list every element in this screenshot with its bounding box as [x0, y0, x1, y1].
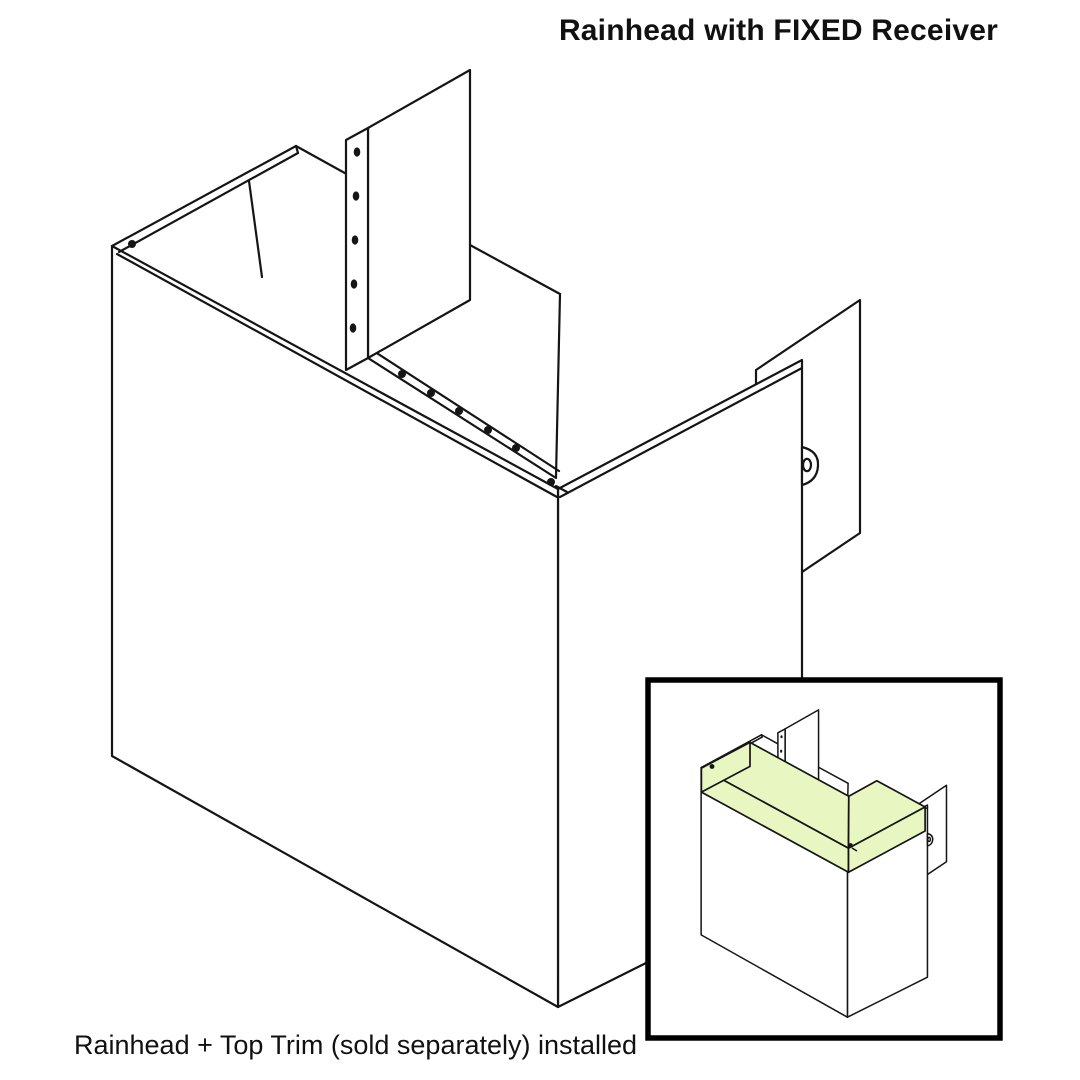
fastener-dot — [484, 426, 492, 434]
inset-fastener-dots — [709, 764, 853, 848]
strip-hole — [352, 191, 360, 201]
rainhead-end-cap — [110, 144, 354, 279]
diagram-title: Rainhead with FIXED Receiver — [558, 14, 998, 47]
corner-fastener-dot — [547, 478, 555, 486]
back-receiver-panel — [366, 68, 472, 360]
corner-fastener-tick — [554, 484, 569, 494]
strip-hole — [350, 279, 358, 289]
fastener-dot — [128, 240, 136, 248]
strip-hole — [349, 323, 357, 333]
rainhead-front-hem-right — [558, 366, 804, 499]
inset-caption: Rainhead + Top Trim (sold separately) in… — [74, 1030, 638, 1060]
top-trim-highlight — [700, 741, 926, 874]
trim-end-cap — [700, 741, 751, 793]
fastener-dot — [848, 843, 853, 848]
receiver-strip-face — [344, 126, 370, 372]
fastener-dot — [709, 764, 715, 769]
end-cap-hem — [117, 151, 300, 254]
back-wall-right-edge — [554, 292, 562, 479]
strip-hole — [351, 235, 359, 245]
front-wall-panel — [110, 244, 560, 1009]
receiver-strip — [344, 126, 370, 372]
flange-top-line — [370, 348, 561, 473]
fastener-dot — [512, 444, 520, 452]
fastener-dot — [398, 370, 406, 378]
fixed-receiver-flange — [366, 243, 562, 480]
inset-corner-tick — [851, 847, 858, 852]
clip-hole — [801, 457, 813, 473]
flange-bottom-line — [366, 356, 558, 480]
fastener-dot — [427, 389, 435, 397]
back-rim-left-segment — [294, 144, 354, 179]
receiver-clip — [800, 445, 820, 487]
fastener-dots — [128, 240, 555, 486]
end-cap-diagonal-brace — [247, 179, 264, 279]
back-rim-right-segment — [468, 243, 562, 296]
inset-drawing — [700, 709, 947, 1018]
rainhead-front-hem-left — [115, 252, 559, 499]
inset-detail — [645, 677, 1003, 1041]
fastener-dot — [455, 407, 463, 415]
strip-hole — [353, 147, 361, 157]
trim-front-face-right — [847, 806, 926, 874]
end-cap-top-edge — [110, 144, 298, 248]
